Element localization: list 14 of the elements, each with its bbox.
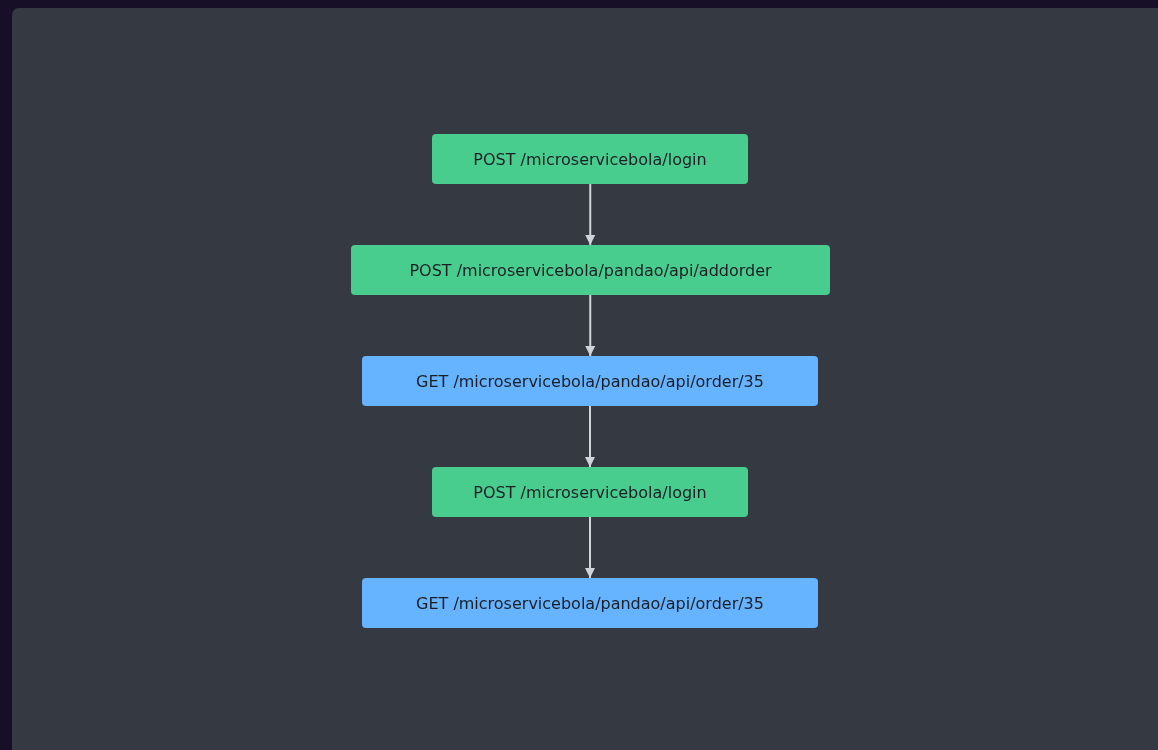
process-box xyxy=(432,134,748,184)
process-box xyxy=(362,578,818,628)
arrow xyxy=(585,516,595,579)
arrow xyxy=(585,183,596,246)
endpoint-label: GET /microservicebola/pandao/api/order/35 xyxy=(416,593,764,613)
process-box xyxy=(362,356,818,406)
process-box xyxy=(351,245,830,295)
endpoint-label: POST /microservicebola/login xyxy=(473,482,707,502)
arrow xyxy=(585,294,596,357)
endpoint-label: POST /microservicebola/login xyxy=(473,149,707,169)
endpoint-label: POST /microservicebola/pandao/api/addorder xyxy=(409,260,772,280)
arrow xyxy=(585,405,595,468)
process-box xyxy=(432,467,748,517)
endpoint-label: GET /microservicebola/pandao/api/order/35 xyxy=(416,371,764,391)
